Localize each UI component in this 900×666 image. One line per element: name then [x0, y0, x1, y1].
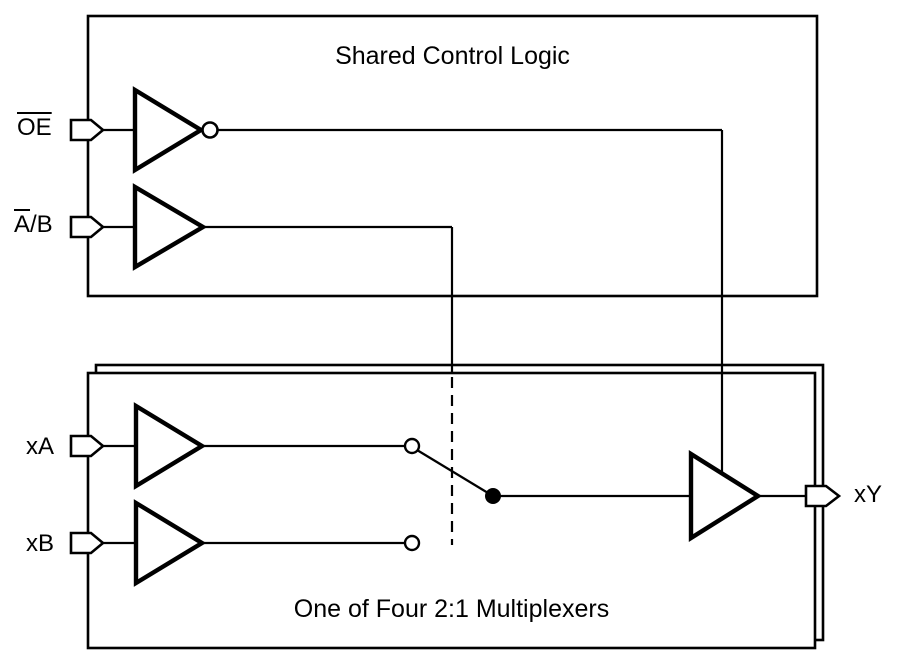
- ab-overlined-text: A: [14, 211, 31, 238]
- output-buffer-triangle: [688, 450, 763, 542]
- ab-rest-text: /B: [30, 211, 53, 238]
- ab-buffer-triangle: [132, 183, 208, 271]
- xy-output-label: xY: [854, 481, 883, 508]
- oe-overlined-text: OE: [17, 114, 52, 141]
- xb-input-label: xB: [26, 530, 55, 557]
- ab-input-label: A/B: [14, 212, 53, 238]
- xb-buffer-triangle: [133, 499, 207, 587]
- oe-inverter-triangle: [132, 86, 206, 174]
- oe-input-label: OE: [17, 115, 52, 141]
- xa-input-label: xA: [26, 433, 55, 460]
- xa-buffer-triangle: [133, 402, 207, 490]
- control-block-title: Shared Control Logic: [335, 42, 570, 70]
- mux-block-title: One of Four 2:1 Multiplexers: [293, 595, 610, 623]
- switch-pole-dot: [485, 488, 501, 504]
- oe-inverter-bubble: [201, 121, 219, 139]
- switch-contact-b-circle: [403, 534, 421, 552]
- oe-pin-icon: [69, 118, 106, 142]
- diagram-lines: [69, 14, 842, 650]
- switch-arm: [416, 449, 494, 497]
- xy-pin-icon: [804, 484, 842, 508]
- xb-pin-icon: [69, 531, 106, 555]
- xa-pin-icon: [69, 434, 106, 458]
- ab-pin-icon: [69, 215, 106, 239]
- switch-contact-a-circle: [403, 437, 421, 455]
